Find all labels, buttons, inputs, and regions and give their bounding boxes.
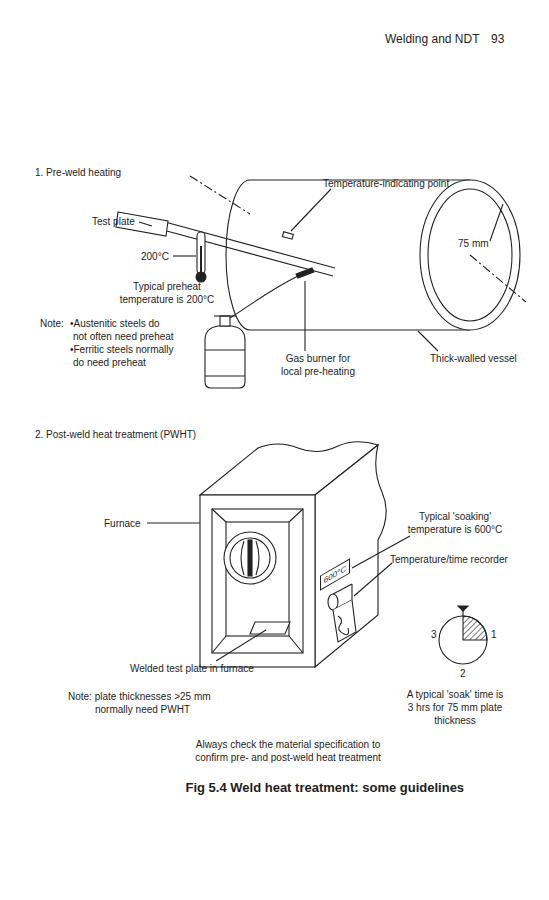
- note-bullet: •Austenitic steels do not often need pre…: [70, 317, 175, 343]
- part-label: Thick-walled vessel: [430, 352, 517, 365]
- note-text: Always check the material specification …: [186, 738, 391, 764]
- leader-line: [418, 331, 438, 351]
- dial-face: [439, 616, 487, 664]
- recorder-chart: [333, 600, 356, 642]
- soak-dial: [439, 606, 487, 664]
- leader-line: [173, 255, 196, 256]
- temperature-display: 600°C: [320, 558, 350, 590]
- gas-burner: [296, 268, 314, 278]
- furnace-illustration: [147, 442, 410, 667]
- leader-line: [291, 189, 331, 231]
- leader-line: [354, 563, 392, 596]
- weld-seam: [163, 222, 335, 276]
- figure-caption: Fig 5.4 Weld heat treatment: some guidel…: [186, 780, 465, 795]
- leader-line: [304, 281, 305, 351]
- note-text: A typical 'soak' time is 3 hrs for 75 mm…: [404, 688, 507, 727]
- running-head: Welding and NDT: [385, 33, 480, 46]
- leader-line: [147, 522, 200, 523]
- dial-number: 1: [491, 628, 497, 641]
- vessel-illustration: [116, 176, 526, 351]
- furnace-corner: [212, 509, 303, 653]
- part-label: Furnace: [104, 517, 141, 530]
- part-label: Welded test plate in furnace: [130, 662, 254, 675]
- section-heading: 1. Pre-weld heating: [35, 166, 121, 179]
- gas-hose: [230, 276, 298, 318]
- thermometer: [173, 232, 206, 282]
- temperature-point: [282, 232, 293, 239]
- gas-bottle-body: [205, 326, 245, 388]
- part-label: Temperature-indicating point: [323, 177, 449, 190]
- vessel-bore: [230, 538, 270, 578]
- axis-line: [190, 176, 250, 214]
- part-label: Test plate: [92, 215, 135, 228]
- part-label: Gas burner for local pre-heating: [277, 352, 359, 378]
- section-heading: 2. Post-weld heat treatment (PWHT): [35, 428, 196, 441]
- display-text: 600°C: [321, 560, 349, 589]
- dial-pointer: [458, 606, 468, 611]
- note-text: Typical preheat temperature is 200°C: [115, 280, 220, 306]
- leader-line: [490, 204, 503, 241]
- weld-seam: [241, 541, 259, 575]
- furnace-front: [200, 495, 315, 667]
- dial-number: 3: [431, 628, 437, 641]
- furnace-side: [315, 445, 386, 667]
- furnace-opening: [212, 509, 303, 653]
- test-plate: [248, 540, 252, 576]
- test-plate: [250, 622, 290, 634]
- vessel-end: [224, 532, 276, 584]
- recorder-trace: [338, 616, 349, 635]
- leader-line: [139, 222, 152, 226]
- gas-bottle-band: [205, 350, 245, 376]
- gas-valve: [220, 316, 230, 326]
- axis-line: [470, 255, 526, 302]
- note-heading: Note:: [40, 317, 64, 330]
- note-bullet: •Ferritic steels normally do need prehea…: [70, 343, 175, 369]
- page-number: 93: [491, 33, 504, 46]
- note-text: Note: plate thicknesses >25 mm normally …: [68, 690, 220, 716]
- part-label: Temperature/time recorder: [390, 553, 508, 566]
- thermometer-tube: [197, 232, 205, 274]
- leader-line: [216, 630, 266, 661]
- note-text: Typical 'soaking' temperature is 600°C: [405, 510, 505, 536]
- thermometer-column: [200, 246, 202, 274]
- dial-number: 2: [460, 667, 466, 680]
- temperature-value: 200°C: [141, 250, 169, 263]
- dimension: 75 mm: [458, 237, 489, 250]
